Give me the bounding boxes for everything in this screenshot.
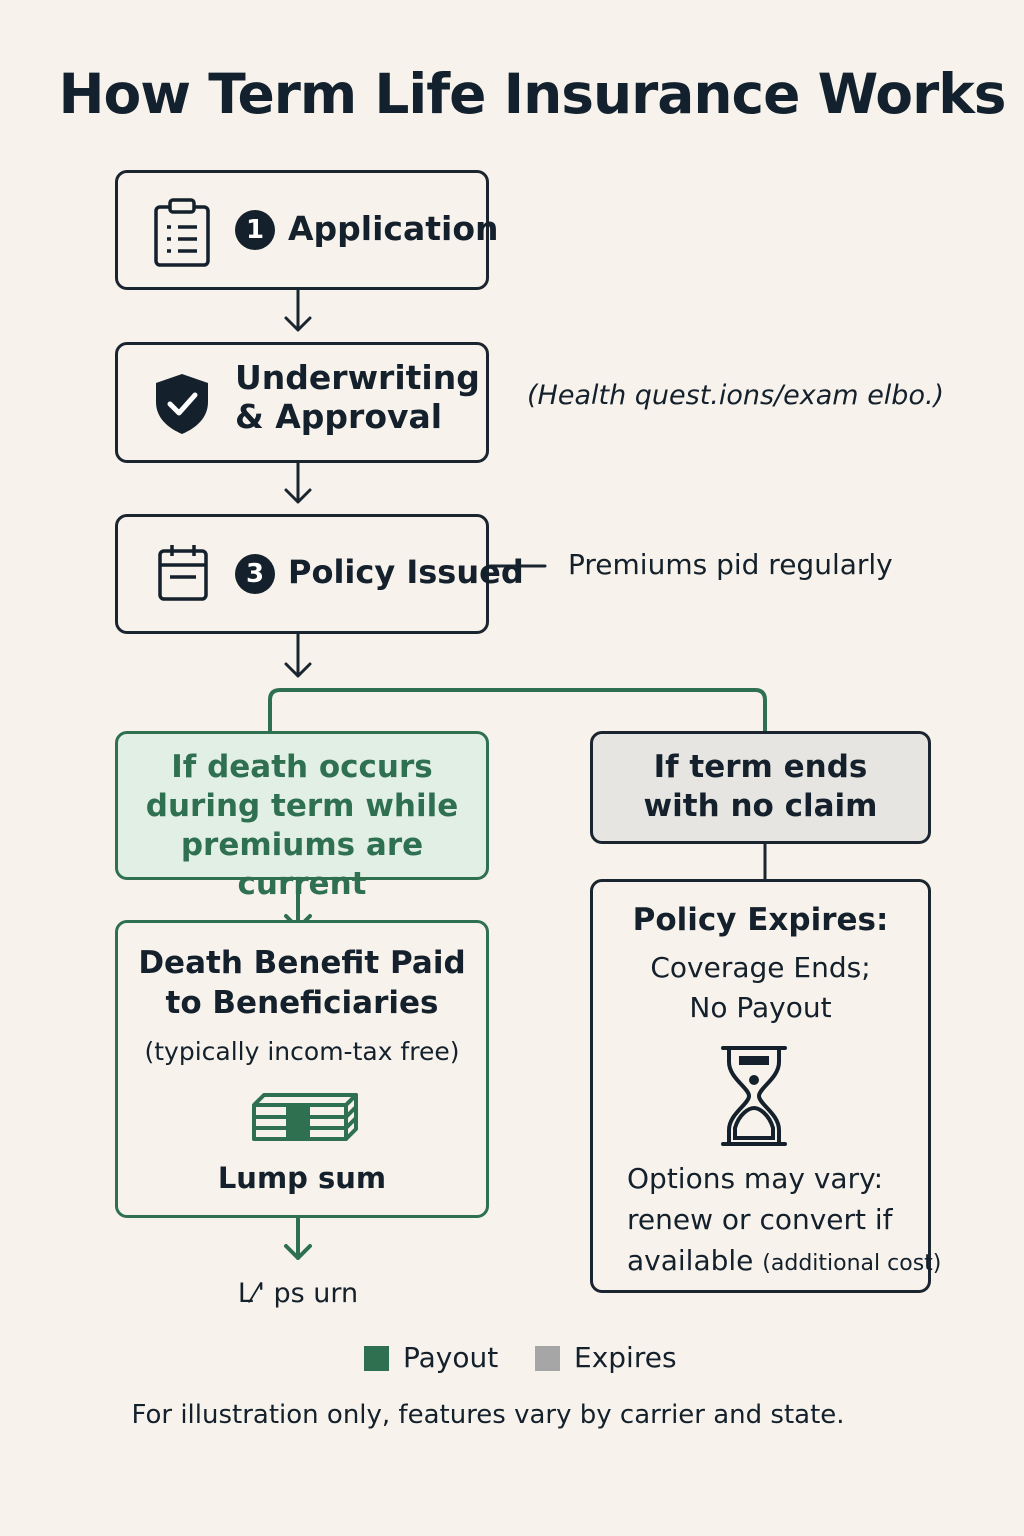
- step-number-badge: 1: [235, 210, 275, 250]
- renewal-options-available: available: [627, 1244, 754, 1277]
- legend-swatch-expires: [535, 1346, 560, 1371]
- clipboard-icon: [154, 198, 210, 267]
- arrow-step2-to-step3: [284, 461, 312, 504]
- death-condition-box: If death occurs during term while premiu…: [115, 731, 489, 902]
- death-condition-line: during term while: [145, 788, 459, 824]
- policy-expires-box: Policy Expires: Coverage Ends; No Payout…: [590, 879, 941, 1293]
- additional-cost-note: (additional cost): [762, 1251, 942, 1276]
- arrow-benefit-to-lumpsum: [284, 1216, 312, 1260]
- cash-stack-icon: [252, 1093, 358, 1141]
- shield-check-icon: [156, 374, 208, 434]
- lump-sum-label: Lump sum: [217, 1161, 387, 1195]
- legend-label-expires: Expires: [574, 1341, 677, 1374]
- death-benefit-title-line: to Beneficiaries: [165, 985, 439, 1021]
- branch-split-line: [268, 688, 767, 733]
- arrow-step3-to-branch: [284, 632, 312, 678]
- legend-label-payout: Payout: [403, 1341, 499, 1374]
- premiums-note: Premiums pid regularly: [568, 548, 893, 581]
- death-condition-line: If death occurs: [171, 749, 433, 785]
- step-policy-issued-box: 3 Policy Issued: [115, 514, 524, 634]
- step-underwriting-label-line2: & Approval: [235, 397, 443, 436]
- step-application-label: Application: [288, 209, 499, 248]
- step-underwriting-label-line1: Underwriting: [235, 358, 480, 397]
- term-ends-condition-line: If term ends: [653, 749, 868, 785]
- underwriting-note: (Health quest.ions/exam elbo.): [527, 380, 945, 411]
- calendar-icon: [158, 545, 208, 601]
- step-number-badge: 3: [235, 554, 275, 594]
- death-benefit-box: Death Benefit Paid to Beneficiaries (typ…: [115, 920, 489, 1218]
- legend-swatch-payout: [364, 1346, 389, 1371]
- term-ends-condition-line: with no claim: [643, 788, 878, 824]
- step-underwriting-box: Underwriting & Approval: [115, 342, 489, 463]
- policy-expires-line: Coverage Ends;: [650, 951, 871, 984]
- death-benefit-title-line: Death Benefit Paid: [138, 945, 466, 981]
- term-ends-condition-box: If term ends with no claim: [590, 731, 931, 844]
- page-title: How Term Life Insurance Works: [58, 62, 1006, 126]
- death-condition-line: premiums are current: [180, 827, 424, 902]
- step-policy-issued-label: Policy Issued: [288, 553, 524, 591]
- lump-sum-caption: L⁄' ps urn: [237, 1278, 359, 1309]
- tax-free-note: (typically incom-tax free): [144, 1037, 460, 1066]
- renewal-options-line: renew or convert if: [627, 1203, 893, 1236]
- renewal-options-line: Options may vary:: [627, 1162, 884, 1195]
- disclaimer-footer: For illustration only, features vary by …: [131, 1400, 845, 1430]
- policy-expires-title: Policy Expires:: [632, 902, 889, 938]
- arrow-step1-to-step2: [284, 288, 312, 332]
- hourglass-icon: [721, 1046, 787, 1146]
- step-application-box: 1 Application: [115, 170, 499, 290]
- policy-expires-line: No Payout: [689, 991, 832, 1024]
